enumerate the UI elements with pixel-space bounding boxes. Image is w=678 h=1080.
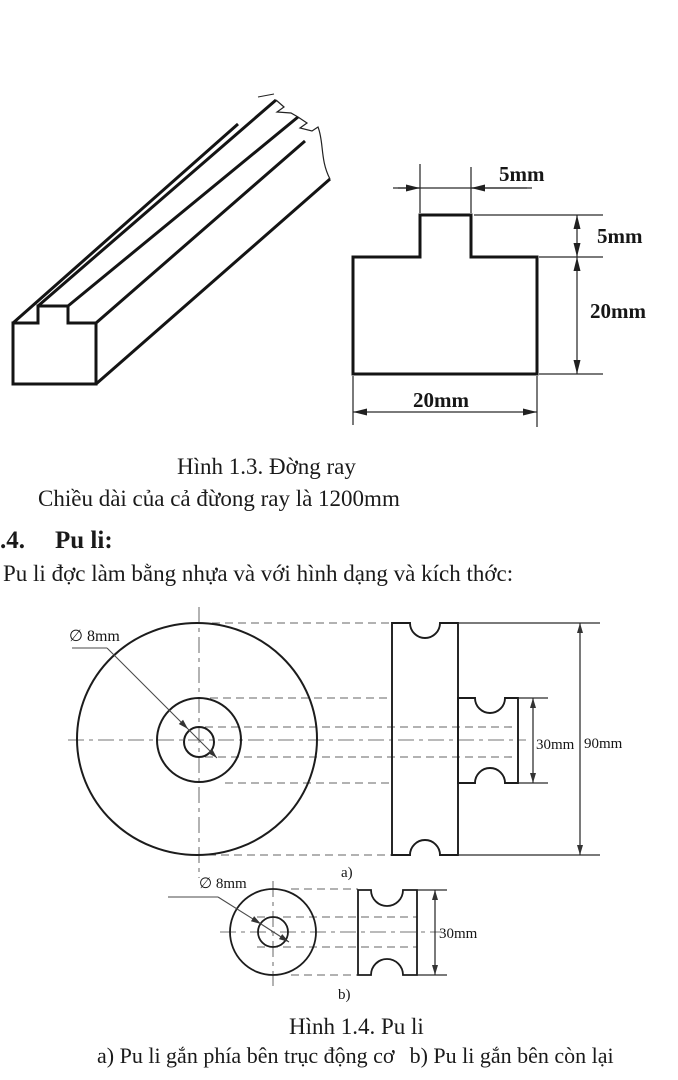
dim-label-width-b: 30mm bbox=[439, 926, 478, 942]
paragraph-pulley-intro: Pu li đợc làm bằng nhựa và với hình dạng… bbox=[3, 561, 514, 586]
dim-label-body-width: 20mm bbox=[413, 388, 469, 412]
pulley-a-label: a) bbox=[341, 865, 353, 881]
pulley-b-side-view: 30mm b) bbox=[338, 889, 478, 1003]
pulley-a-shaft-hole bbox=[183, 726, 215, 758]
rail-edge-rib-left bbox=[37, 98, 277, 308]
rail-break-line bbox=[275, 99, 331, 180]
figure-rail-drawing: 5mm 5mm 20mm 20mm bbox=[11, 93, 646, 427]
pulley-a-disc-section bbox=[391, 622, 459, 856]
subcaption-b: b) Pu li gắn bên còn lại bbox=[409, 1043, 614, 1068]
section-heading: .4. Pu li: bbox=[0, 526, 113, 556]
subcaption-a: a) Pu li gắn phía bên trục động cơ bbox=[97, 1043, 395, 1068]
leader-arrow bbox=[260, 923, 290, 943]
pulley-b-label: b) bbox=[338, 987, 351, 1003]
pulley-a-hub-circle bbox=[156, 697, 242, 783]
rail-3d-view bbox=[11, 93, 331, 386]
rail-edge-rib-right bbox=[67, 115, 299, 308]
rail-cross-section: 5mm 5mm 20mm 20mm bbox=[351, 162, 646, 427]
pulley-b-outer-circle bbox=[229, 888, 317, 976]
paragraph-rail-length: Chiều dài của cả đừong ray là 1200mm bbox=[38, 486, 400, 511]
figure-pulley-drawing: ∅ 8mm 30mm 90mm a) bbox=[68, 607, 623, 1003]
rail-front-face bbox=[11, 304, 98, 386]
pulley-b-shaft-hole bbox=[257, 916, 289, 948]
dim-label-hub-a: 30mm bbox=[536, 737, 575, 753]
dim-label-hole-a: ∅ 8mm bbox=[69, 628, 120, 645]
leader-arrow bbox=[217, 896, 262, 925]
dim-label-rib-height: 5mm bbox=[597, 224, 643, 248]
pulley-a-outer-circle bbox=[76, 622, 318, 856]
pulley-b-front-view: ∅ 8mm bbox=[168, 876, 442, 986]
dim-label-rib-width: 5mm bbox=[499, 162, 545, 186]
figure-pulley-caption: Hình 1.4. Pu li bbox=[289, 1014, 424, 1039]
leader-arrow bbox=[106, 647, 189, 730]
dim-label-hole-b: ∅ 8mm bbox=[199, 876, 247, 892]
leader-arrow bbox=[187, 728, 218, 759]
rail-edge-top-left bbox=[12, 122, 239, 325]
rail-break-tick bbox=[257, 93, 275, 98]
figure-rail-caption: Hình 1.3. Đờng ray bbox=[177, 454, 356, 479]
rail-edge-bottom-right bbox=[95, 177, 331, 386]
rail-section-outline bbox=[351, 213, 539, 376]
pulley-a-side-view: 30mm 90mm a) bbox=[341, 622, 623, 881]
rail-edge-top-right bbox=[95, 139, 306, 325]
dim-label-outer-a: 90mm bbox=[584, 736, 623, 752]
dim-label-body-height: 20mm bbox=[590, 299, 646, 323]
section-number: .4. bbox=[0, 527, 25, 554]
figure-pulley-subcaption: a) Pu li gắn phía bên trục động cơ b) Pu… bbox=[97, 1043, 614, 1069]
section-title: Pu li: bbox=[55, 527, 113, 554]
pulley-a-front-view: ∅ 8mm bbox=[68, 607, 526, 878]
